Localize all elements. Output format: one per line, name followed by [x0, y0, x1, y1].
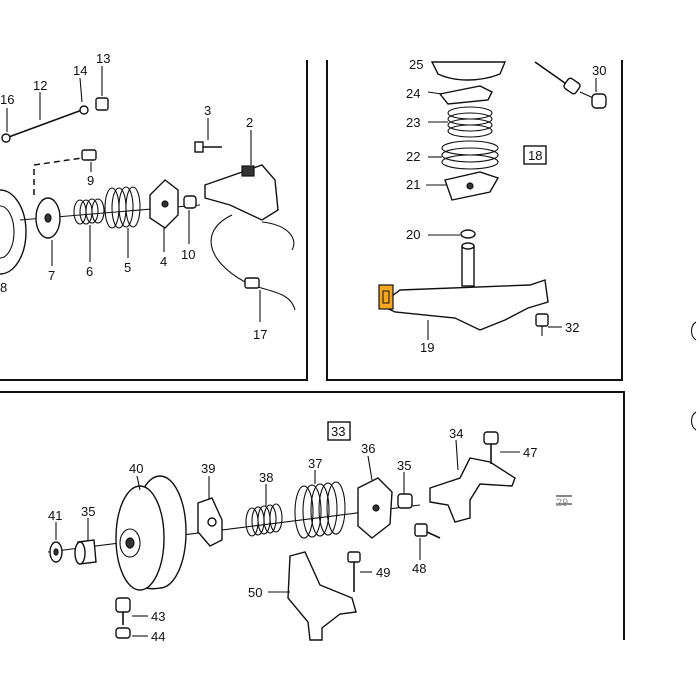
label-37: 37	[308, 456, 322, 471]
washer-20	[460, 229, 476, 239]
label-38: 38	[259, 470, 273, 485]
label-10: 10	[181, 247, 195, 262]
lever-24	[438, 85, 493, 105]
spring-23	[447, 106, 493, 138]
bracket-50	[287, 551, 357, 641]
highlight-tab	[378, 284, 394, 310]
bushing-35-right	[397, 493, 413, 509]
top-left-assembly: 12 14 13 16 3 2 9 7 6 5 4 10 8 17	[0, 51, 296, 342]
label-35-left: 35	[81, 504, 95, 519]
label-21: 21	[406, 177, 420, 192]
base-plate-19	[378, 279, 549, 331]
label-6: 6	[86, 264, 93, 279]
bracket-34	[429, 457, 516, 523]
label-24: 24	[406, 86, 420, 101]
label-43: 43	[151, 609, 165, 624]
bracket-2	[204, 164, 279, 221]
label-7: 7	[48, 268, 55, 283]
label-23: 23	[406, 115, 420, 130]
label-2: 2	[246, 115, 253, 130]
panel-top-left-frame	[0, 60, 308, 381]
label-25: 25	[409, 57, 423, 72]
label-8: 8	[0, 280, 7, 295]
panel-bottom-frame	[0, 391, 625, 640]
label-18: 18	[528, 148, 542, 163]
label-20: 20	[406, 227, 420, 242]
label-29: 29	[556, 497, 568, 509]
label-41: 41	[48, 508, 62, 523]
spring-5	[104, 186, 141, 229]
pulley-8	[0, 189, 27, 275]
label-9: 9	[87, 173, 94, 188]
label-4: 4	[160, 254, 167, 269]
label-13: 13	[96, 51, 110, 66]
label-14: 14	[73, 63, 87, 78]
edge-mark-lower	[690, 411, 697, 431]
label-36: 36	[361, 441, 375, 456]
label-39: 39	[201, 461, 215, 476]
label-16: 16	[0, 92, 14, 107]
label-22: 22	[406, 149, 420, 164]
label-35-right: 35	[397, 458, 411, 473]
label-40: 40	[129, 461, 143, 476]
spring-6	[73, 198, 105, 225]
reference-box-18	[523, 145, 547, 165]
spring-37	[294, 481, 346, 539]
label-5: 5	[124, 260, 131, 275]
label-49: 49	[376, 565, 390, 580]
panel-top-right-frame	[326, 60, 623, 381]
label-34: 34	[449, 426, 463, 441]
drum-40	[115, 475, 187, 591]
label-30: 30	[592, 63, 606, 78]
spring-38	[245, 503, 283, 537]
bushing-10	[183, 195, 197, 209]
label-44: 44	[151, 629, 165, 644]
bottom-assembly: 33 34 47 36 35 40 39 38 37 41 35 48 49 5…	[47, 421, 572, 644]
label-50: 50	[248, 585, 262, 600]
label-3: 3	[204, 103, 211, 118]
top-right-assembly: 25 30 24 23 22 18 21 20 19 32	[378, 57, 607, 355]
cap-25	[430, 61, 507, 81]
spring-22	[441, 140, 499, 170]
label-32: 32	[565, 320, 579, 335]
label-17: 17	[253, 327, 267, 342]
edge-mark-upper	[690, 321, 697, 341]
label-33: 33	[331, 424, 345, 439]
label-12: 12	[33, 78, 47, 93]
label-47: 47	[523, 445, 537, 460]
reference-box-33	[327, 421, 351, 441]
label-19: 19	[420, 340, 434, 355]
label-48: 48	[412, 561, 426, 576]
